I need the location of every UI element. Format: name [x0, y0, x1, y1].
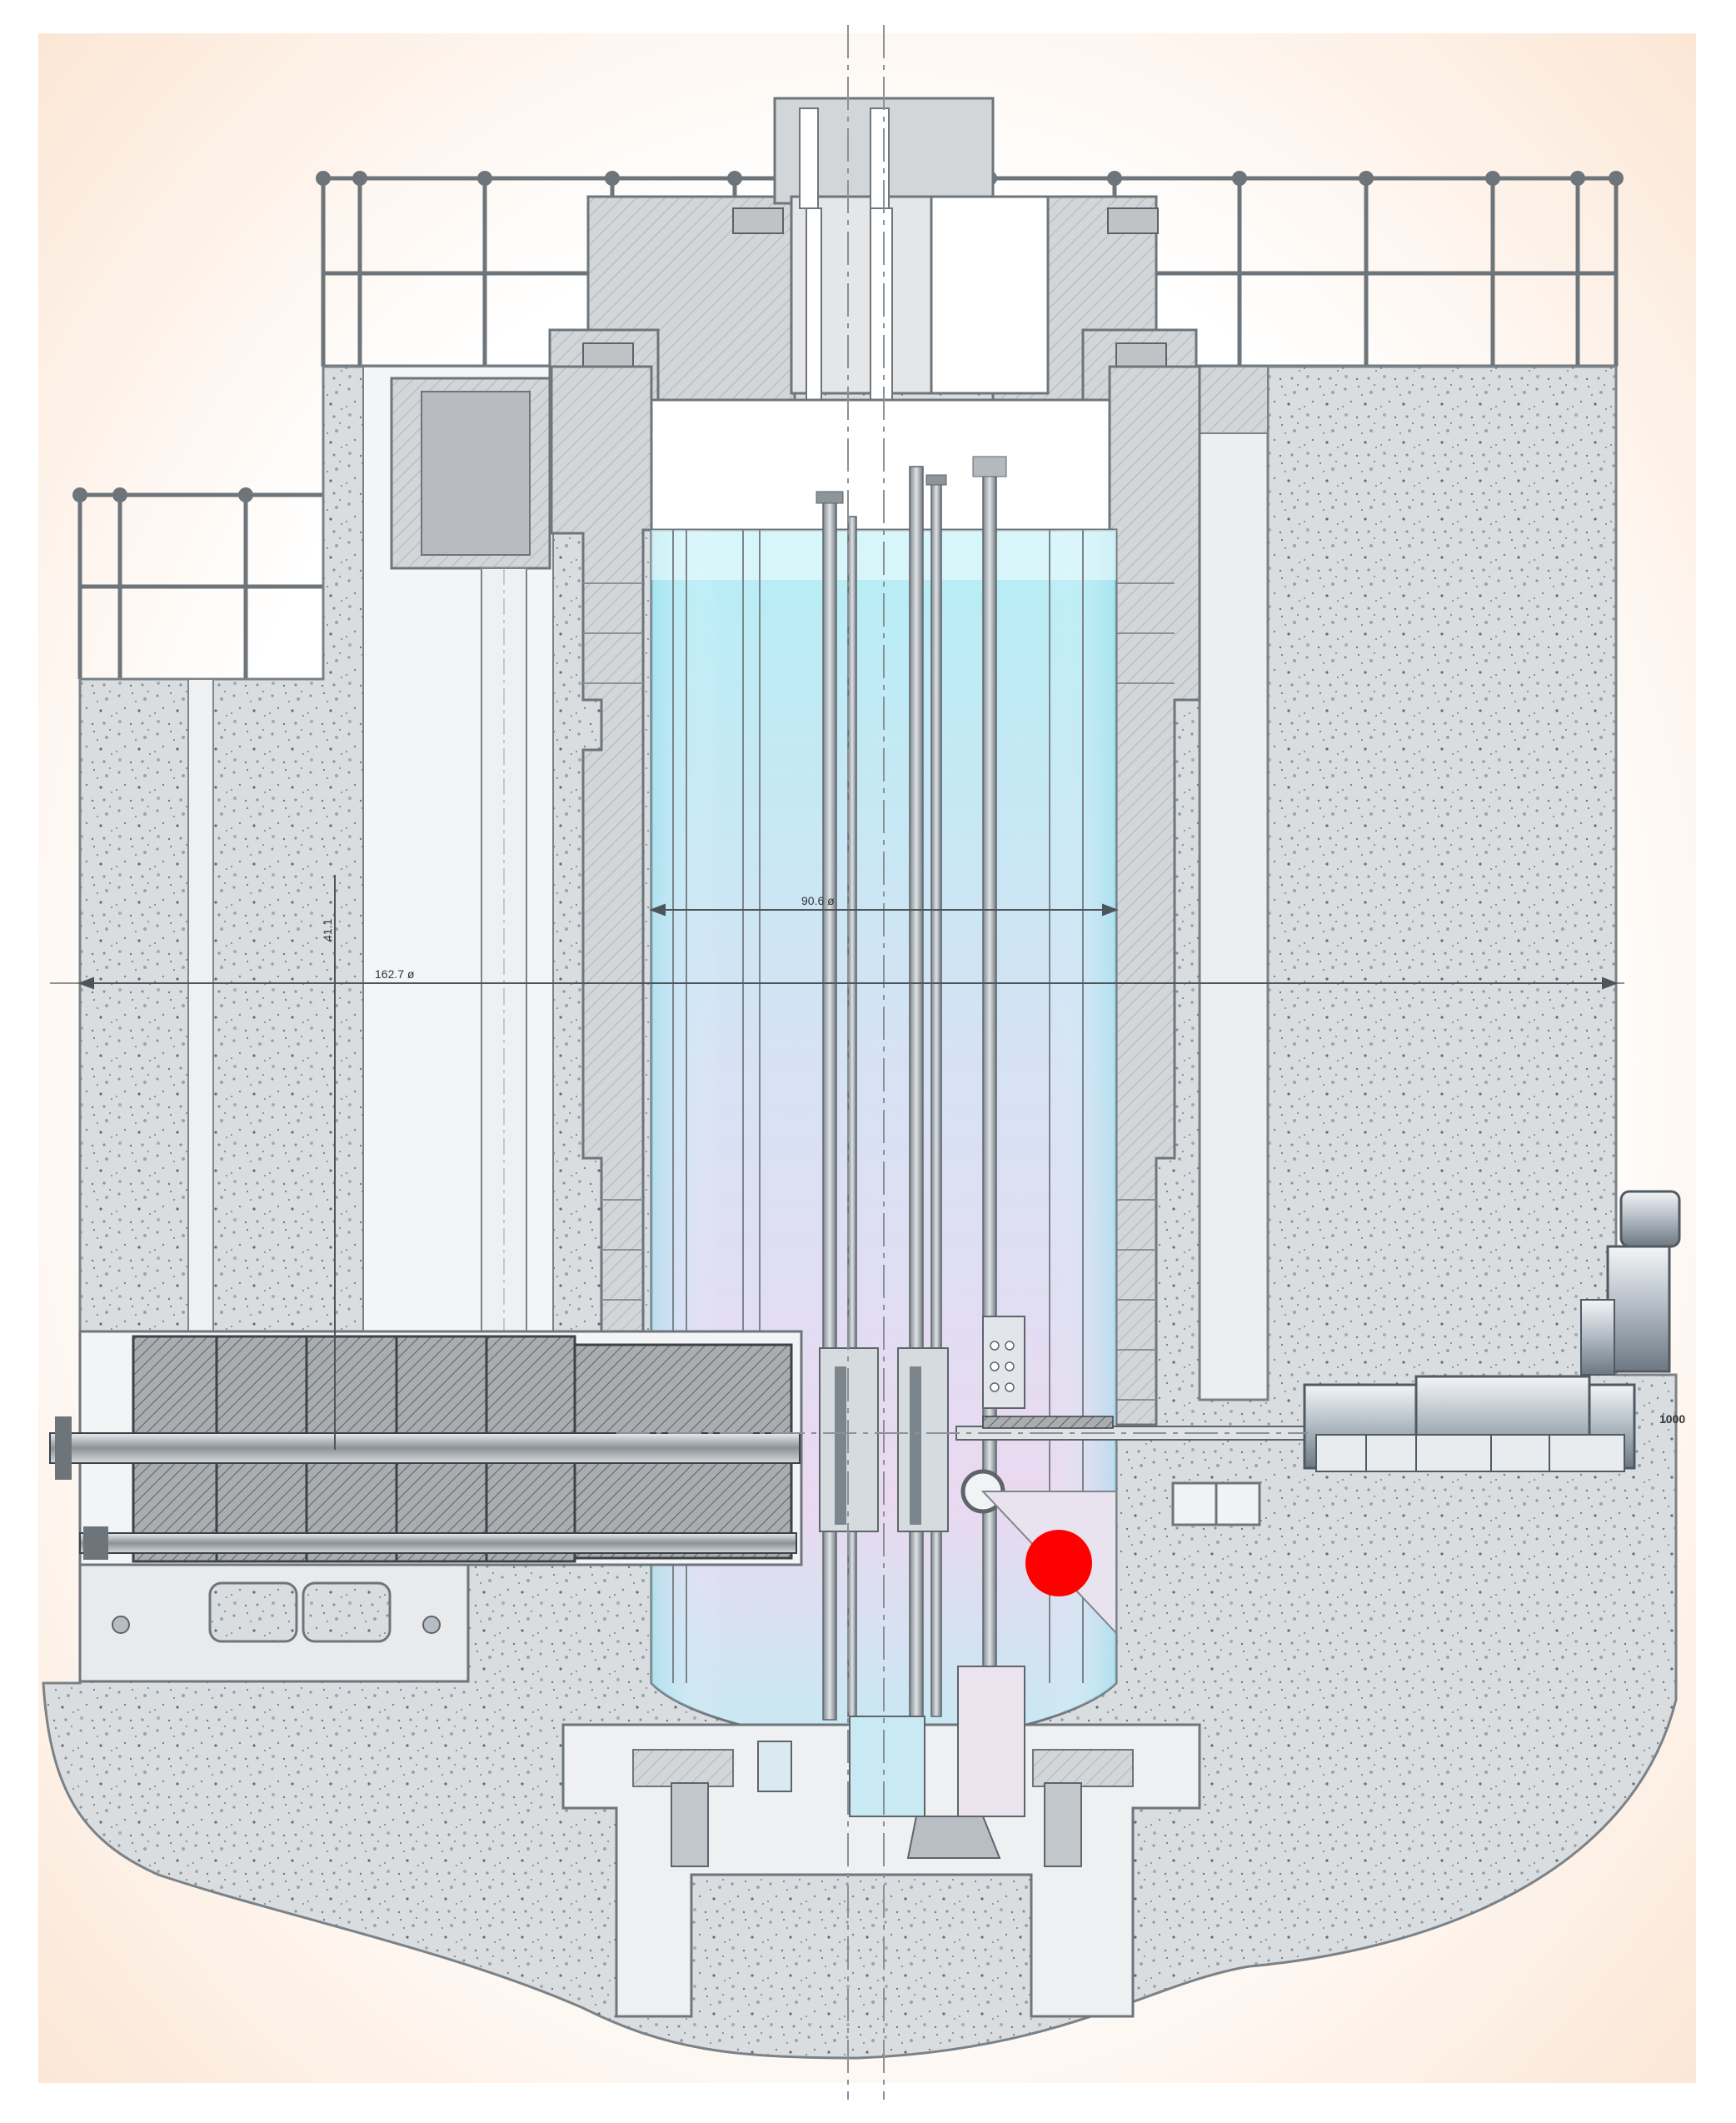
right-vertical-shaft: [1198, 365, 1270, 1401]
inner-diameter-label: 90.6 ø: [801, 894, 835, 907]
horizontal-beam-shield-block: [49, 1330, 803, 1566]
vertical-tube-mid: [481, 567, 527, 1344]
vertical-tube-left: [187, 678, 214, 1346]
upper-shield-block: [650, 398, 1111, 532]
right-beam-port: [955, 1416, 1307, 1526]
vertical-dimension-label: 41.1: [321, 919, 334, 942]
outer-diameter-label: 162.7 ø: [375, 967, 415, 981]
dimension-lines: [77, 875, 1619, 1450]
lower-support-structure: [561, 1666, 1201, 2018]
pool-liner-left: [550, 365, 653, 1343]
beam-tube-support-frame: [78, 1563, 470, 1683]
side-value-label: 1000: [1659, 1412, 1685, 1426]
red-marker: [1025, 1530, 1092, 1596]
beam-drive-mechanism: [1303, 1190, 1681, 1472]
